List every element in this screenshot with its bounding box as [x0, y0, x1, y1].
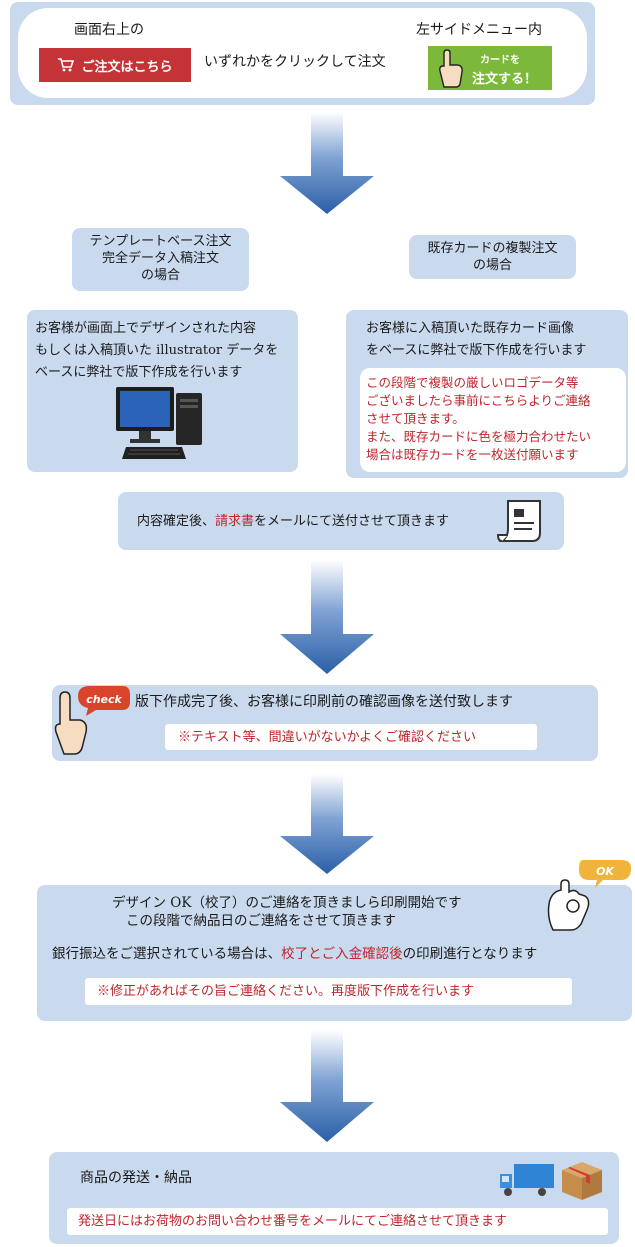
delivery-note-box — [67, 1208, 608, 1235]
approval-line2: この段階で納品日のご連絡をさせて頂きます — [126, 913, 396, 929]
copy-order-title-1: 既存カードの複製注文 — [427, 241, 558, 256]
template-order-desc-1: お客様が画面上でデザインされた内容 — [35, 321, 257, 336]
invoice-text-after: をメールにて送付させて頂きます — [254, 514, 450, 529]
copy-order-note-5: 場合は既存カードを一枚送付願います — [366, 447, 579, 462]
approval-line3-after: の印刷進行となります — [402, 946, 538, 962]
arrow-down-icon — [280, 112, 374, 214]
approval-line3-highlight: 校了とご入金確認後 — [281, 946, 403, 962]
approval-note-box — [85, 978, 572, 1005]
proof-text: 版下作成完了後、お客様に印刷前の確認画像を送付致します — [135, 694, 513, 710]
invoice-text: 内容確定後、請求書をメールにて送付させて頂きます — [137, 513, 449, 530]
card-order-button[interactable]: カードを 注文する！ — [428, 46, 552, 90]
arrow-down-icon — [280, 560, 374, 674]
cart-icon — [58, 58, 75, 72]
template-order-desc-2: もしくは入稿頂いた illustrator データを — [35, 343, 279, 358]
template-order-title-2: 完全データ入稿注文 — [101, 251, 219, 266]
card-button-line1: カードを — [480, 55, 520, 66]
proof-note-box — [165, 724, 537, 750]
approval-line1: デザイン OK（校了）のご連絡を頂きましら印刷開始です — [112, 895, 462, 911]
copy-order-desc-1: お客様に入稿頂いた既存カード画像 — [366, 321, 575, 336]
copy-order-note-3: させて頂きます。 — [366, 411, 465, 426]
copy-order-note-box — [360, 368, 626, 472]
click-instruction: いずれかをクリックして注文 — [204, 54, 386, 70]
copy-order-title-2: の場合 — [472, 258, 512, 273]
invoice-highlight: 請求書 — [215, 514, 255, 529]
delivery-truck-icon — [500, 1164, 554, 1196]
card-button-line2: 注文する！ — [472, 72, 538, 87]
invoice-panel — [118, 492, 564, 550]
hand-pointer-icon — [439, 49, 463, 88]
approval-note: ※修正があればその旨ご連絡ください。再度版下作成を行います — [97, 984, 475, 999]
order-button-label: ご注文はこちら — [81, 59, 173, 75]
copy-order-desc-2: をベースに弊社で版下作成を行います — [366, 343, 587, 358]
left-caption: 画面右上の — [74, 22, 144, 38]
approval-line3: 銀行振込をご選択されている場合は、校了とご入金確認後の印刷進行となります — [52, 946, 537, 963]
template-order-title-3: の場合 — [140, 268, 180, 283]
arrow-down-icon — [280, 774, 374, 874]
invoice-text-before: 内容確定後、 — [137, 514, 216, 529]
copy-order-note-1: この段階で複製の厳しいロゴデータ等 — [366, 375, 579, 390]
ok-bubble-text: OK — [596, 865, 615, 878]
order-button[interactable]: ご注文はこちら — [39, 48, 191, 82]
invoice-document-icon — [496, 500, 541, 542]
check-bubble-text: check — [86, 693, 122, 706]
delivery-note: 発送日にはお荷物のお問い合わせ番号をメールにてご連絡させて頂きます — [78, 1214, 508, 1229]
check-hand-icon: check — [54, 686, 130, 755]
ok-hand-icon: OK — [547, 860, 631, 931]
proof-note: ※テキスト等、間違いがないかよくご確認ください — [178, 730, 476, 745]
desktop-computer-icon — [116, 387, 202, 459]
delivery-title: 商品の発送・納品 — [80, 1170, 192, 1186]
arrow-down-icon — [280, 1030, 374, 1142]
approval-line3-before: 銀行振込をご選択されている場合は、 — [52, 946, 282, 962]
copy-order-note-4: また、既存カードに色を極力合わせたい — [366, 429, 592, 444]
template-order-title-1: テンプレートベース注文 — [89, 234, 232, 249]
template-order-desc-3: ベースに弊社で版下作成を行います — [35, 365, 243, 380]
cardboard-box-icon — [562, 1162, 602, 1200]
copy-order-note-2: ございましたら事前にこちらよりご連絡 — [366, 393, 591, 408]
template-order-title-box — [72, 228, 249, 291]
copy-order-title-box — [409, 235, 576, 279]
right-caption: 左サイドメニュー内 — [416, 22, 542, 38]
